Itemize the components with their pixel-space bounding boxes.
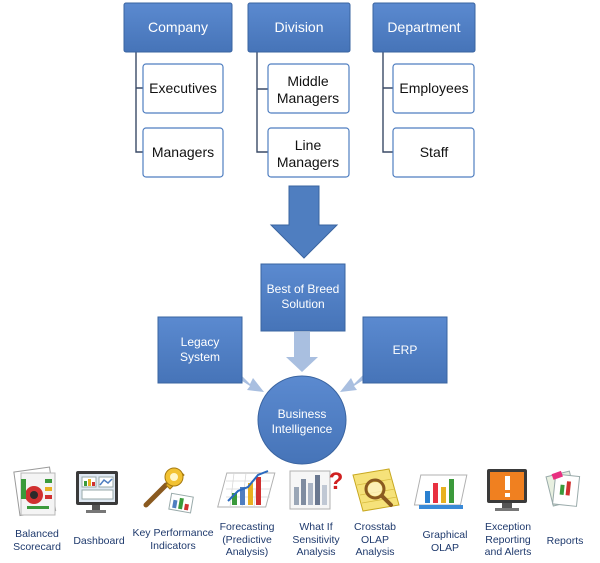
header-box-department [372, 2, 476, 53]
forecasting-icon [217, 470, 276, 508]
child-box-middle-managers [267, 63, 350, 114]
child-label-managers: Managers [152, 144, 214, 160]
label-line: and Alerts [484, 546, 532, 558]
label-dashboard: Dashboard [62, 535, 136, 548]
label-line: Graphical [422, 529, 468, 541]
label-line: Scorecard [13, 540, 61, 553]
label-line: Reports [546, 535, 584, 547]
label-crosstab: Crosstab OLAP Analysis [338, 521, 412, 559]
erp-label: ERP [393, 343, 418, 357]
balanced-scorecard-icon [13, 466, 57, 517]
child-label-staff: Staff [420, 144, 449, 160]
child-box-employees [392, 63, 475, 114]
hierarchy-column-division: Division Middle Managers Line Managers [247, 2, 351, 178]
svg-text:?: ? [329, 468, 344, 495]
kpi-icon [143, 467, 194, 514]
label-balanced-scorecard: Balanced Scorecard [0, 528, 74, 553]
label-line: Analysis [355, 546, 395, 558]
source-legacy-system: Legacy System [157, 316, 243, 384]
label-what-if: What If Sensitivity Analysis [279, 521, 353, 559]
label-line: Balanced [15, 528, 59, 540]
connector [135, 52, 143, 153]
bi-label-line-2: Intelligence [272, 422, 333, 436]
header-label-company: Company [148, 19, 208, 35]
graphical-olap-icon [413, 474, 468, 509]
child-label-middle: Middle [287, 73, 328, 89]
what-if-icon: ? [289, 468, 344, 510]
arrow-from-erp [340, 372, 368, 392]
label-line: Indicators [150, 539, 196, 552]
dashboard-icon [76, 471, 118, 513]
business-intelligence-node: Business Intelligence [257, 375, 347, 465]
label-exception: Exception Reporting and Alerts [471, 521, 545, 559]
reports-icon [545, 470, 581, 507]
label-line: (Predictive [222, 533, 272, 546]
child-label-managers: Managers [277, 154, 339, 170]
bi-label-line-1: Business [278, 407, 327, 421]
label-line: Analysis) [225, 546, 269, 558]
arrow-from-best-of-breed [286, 332, 318, 372]
arrow-from-legacy [236, 372, 264, 392]
exception-icon [487, 469, 527, 511]
connector [256, 52, 268, 153]
hierarchy-column-department: Department Employees Staff [372, 2, 476, 178]
child-label-executives: Executives [149, 80, 217, 96]
label-line: Key Performance [132, 527, 214, 539]
label-forecasting: Forecasting (Predictive Analysis) [210, 521, 284, 559]
connector [382, 52, 393, 153]
child-box-line-managers [267, 127, 350, 178]
child-box-executives [142, 63, 224, 114]
child-label-employees: Employees [399, 80, 468, 96]
best-of-breed-line-2: Solution [281, 297, 324, 311]
label-line: Crosstab [353, 521, 396, 533]
child-box-managers [142, 127, 224, 178]
header-label-division: Division [274, 19, 323, 35]
crosstab-icon [352, 468, 400, 512]
label-line: Sensitivity [292, 533, 340, 546]
header-box-company [123, 2, 233, 53]
label-line: Exception [484, 521, 532, 533]
source-best-of-breed: Best of Breed Solution [260, 263, 346, 332]
down-arrow [269, 185, 339, 259]
hierarchy-column-company: Company Executives Managers [123, 2, 233, 178]
child-label-line: Line [295, 137, 322, 153]
label-graphical-olap: Graphical OLAP [408, 529, 482, 554]
label-line: OLAP [430, 541, 459, 554]
header-box-division [247, 2, 351, 53]
label-reports: Reports [540, 535, 590, 548]
source-erp: ERP [362, 316, 448, 384]
header-label-department: Department [387, 19, 460, 35]
legacy-line-1: Legacy [181, 335, 220, 349]
label-line: Reporting [485, 533, 531, 546]
label-line: Analysis [296, 546, 336, 558]
label-line: OLAP [360, 533, 389, 546]
child-box-staff [392, 127, 475, 178]
label-line: Forecasting [219, 521, 275, 533]
label-line: What If [299, 521, 333, 533]
child-label-managers: Managers [277, 90, 339, 106]
best-of-breed-line-1: Best of Breed [267, 282, 340, 296]
label-kpi: Key Performance Indicators [128, 527, 218, 552]
legacy-line-2: System [180, 350, 220, 364]
label-line: Dashboard [73, 535, 125, 547]
